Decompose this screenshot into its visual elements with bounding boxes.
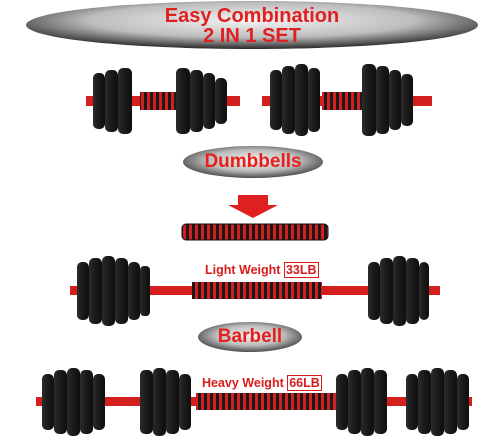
light-weight-label: Light Weight 33LB (205, 262, 319, 278)
heavy-barbell (36, 368, 472, 436)
title-banner-shape (26, 1, 478, 49)
heavy-weight-prefix: Heavy Weight (202, 376, 288, 390)
light-weight-prefix: Light Weight (205, 263, 284, 277)
dumbbell-right (262, 64, 432, 136)
dumbbell-left (86, 68, 240, 134)
barbell-label: Barbell (217, 326, 283, 347)
title-banner: Easy Combination 2 IN 1 SET (28, 2, 476, 50)
title-line-2: 2 IN 1 SET (203, 25, 301, 47)
light-weight-value: 33LB (283, 262, 319, 278)
dumbbells-pill-shape (183, 146, 323, 178)
dumbbells-label: Dumbbells (204, 151, 302, 172)
down-arrow-icon (228, 195, 278, 218)
connector-tube (181, 223, 329, 241)
heavy-weight-value: 66LB (287, 375, 322, 391)
barbell-pill-shape (198, 322, 302, 352)
heavy-weight-label: Heavy Weight 66LB (202, 375, 322, 391)
light-barbell (70, 256, 440, 326)
title-line-1: Easy Combination (164, 5, 340, 27)
